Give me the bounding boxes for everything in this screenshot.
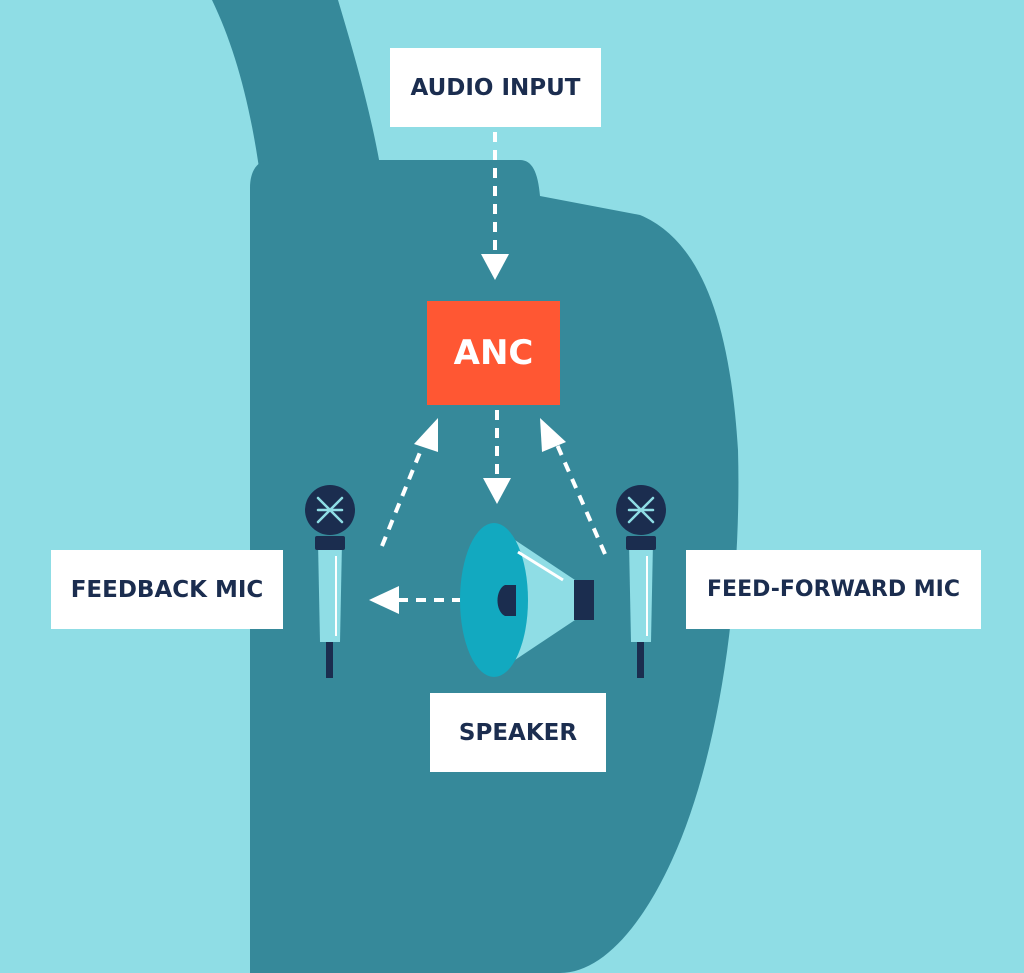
speaker-icon <box>460 523 594 677</box>
arrow-anc-to-speaker-head <box>483 478 511 504</box>
arrow-audio-to-anc-head <box>481 254 509 280</box>
arrow-feedforward-to-anc-head <box>540 418 566 452</box>
audio-input-label: AUDIO INPUT <box>390 48 601 127</box>
signal-arrows <box>369 132 607 614</box>
arrow-feedforward-to-anc <box>553 439 607 555</box>
arrow-speaker-to-feedback-head <box>369 586 399 614</box>
arrow-feedback-to-anc <box>380 439 427 547</box>
feedback-microphone-icon <box>305 485 355 678</box>
arrow-feedback-to-anc-head <box>414 418 438 452</box>
headband <box>212 0 380 190</box>
speaker-highlight <box>517 550 564 582</box>
feedforward-mic-label: FEED-FORWARD MIC <box>686 550 981 629</box>
speaker-magnet <box>574 580 594 620</box>
speaker-label: SPEAKER <box>430 693 606 772</box>
feedforward-microphone-icon <box>616 485 666 678</box>
speaker-center <box>497 585 516 616</box>
anc-block: ANC <box>427 301 560 405</box>
feedback-mic-label: FEEDBACK MIC <box>51 550 283 629</box>
speaker-rim <box>460 523 528 677</box>
